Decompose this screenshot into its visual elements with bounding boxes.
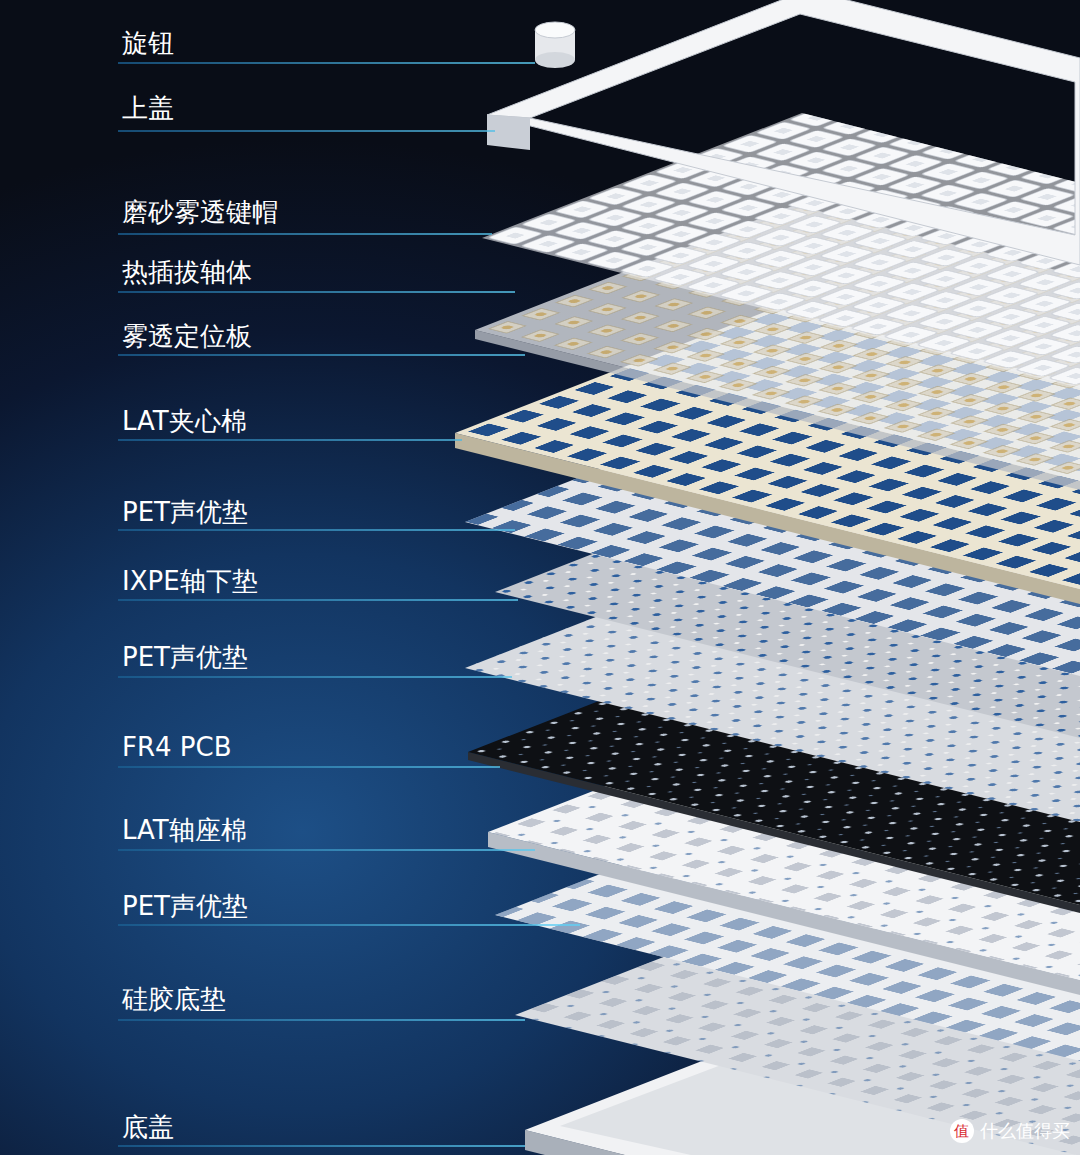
part-label: 上盖 [122, 93, 174, 123]
watermark-text: 什么值得买 [980, 1116, 1070, 1146]
part-label: 旋钮 [122, 28, 174, 58]
part-label: 磨砂雾透键帽 [122, 197, 278, 227]
part-label: FR4 PCB [122, 732, 232, 762]
part-label: PET声优垫 [122, 642, 248, 672]
part-label: PET声优垫 [122, 497, 248, 527]
part-label: LAT轴座棉 [122, 815, 247, 845]
part-label: 热插拔轴体 [122, 257, 252, 287]
part-label: 雾透定位板 [122, 321, 252, 351]
part-label: IXPE轴下垫 [122, 566, 258, 596]
watermark-logo-text: 值 [954, 1116, 969, 1146]
part-label: LAT夹心棉 [122, 406, 247, 436]
part-label: PET声优垫 [122, 891, 248, 921]
leader-lines [118, 63, 580, 1146]
part-label: 底盖 [122, 1112, 174, 1142]
part-label: 硅胶底垫 [122, 984, 226, 1014]
